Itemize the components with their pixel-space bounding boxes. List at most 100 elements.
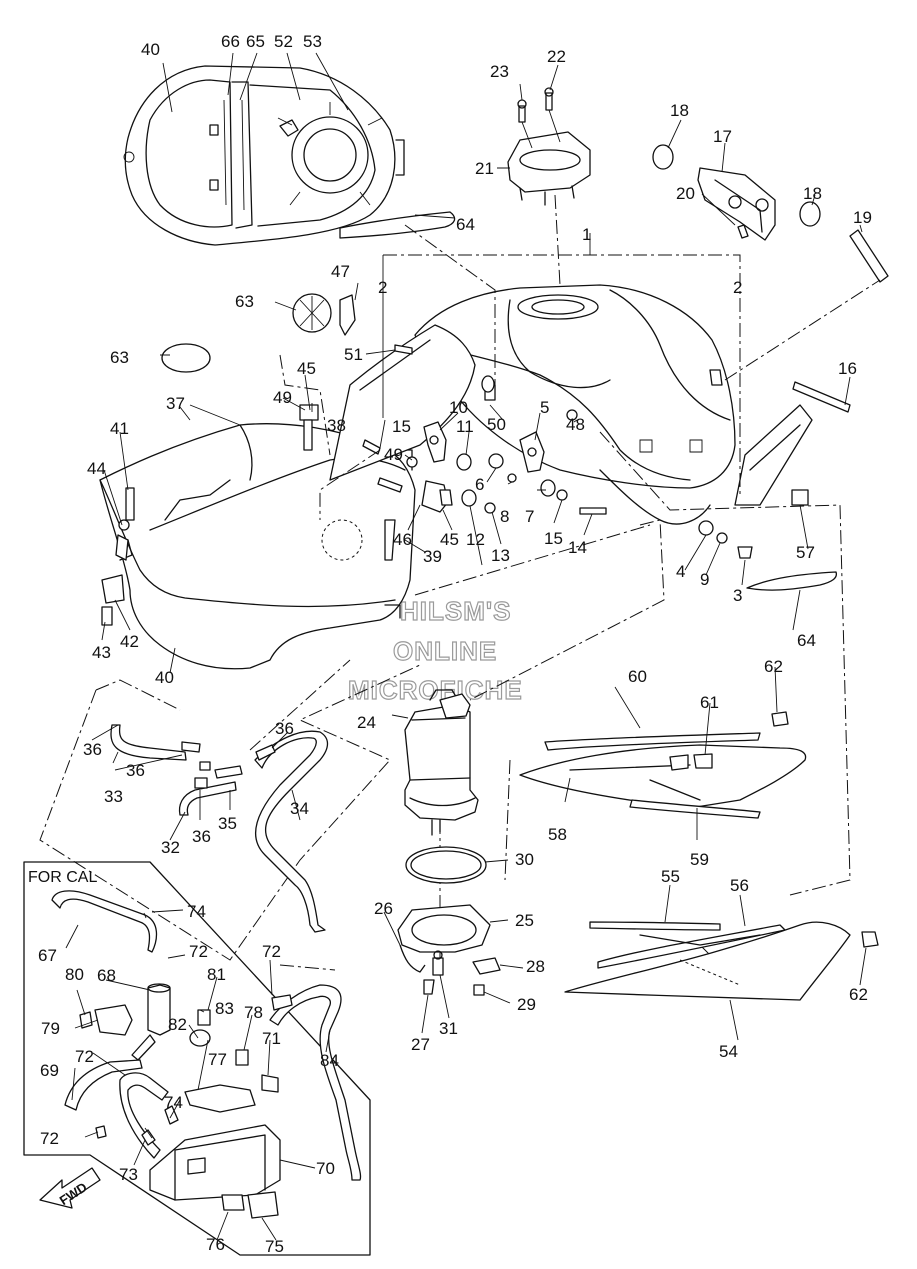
callout-36-right: 36 <box>275 719 294 738</box>
callout-18-top: 18 <box>670 101 689 120</box>
side-panels <box>519 711 879 1001</box>
callout-43: 43 <box>92 643 111 662</box>
callout-59: 59 <box>690 850 709 869</box>
callout-41: 41 <box>110 419 129 438</box>
callout-6: 6 <box>475 475 484 494</box>
callout-36-mid: 36 <box>126 761 145 780</box>
callout-5: 5 <box>540 398 549 417</box>
fuel-pump-assembly <box>397 689 501 996</box>
callout-25: 25 <box>515 911 534 930</box>
callout-2-right: 2 <box>733 278 742 297</box>
callout-23: 23 <box>490 62 509 81</box>
callout-81: 81 <box>207 965 226 984</box>
callout-32: 32 <box>161 838 180 857</box>
callout-62-top: 62 <box>764 657 783 676</box>
callout-47: 47 <box>331 262 350 281</box>
callout-18-right: 18 <box>803 184 822 203</box>
callout-44: 44 <box>87 459 106 478</box>
callout-39: 39 <box>423 547 442 566</box>
callout-62-bottom: 62 <box>849 985 868 1004</box>
callout-8: 8 <box>500 507 509 526</box>
callout-36-left: 36 <box>83 740 102 759</box>
callout-36-low: 36 <box>192 827 211 846</box>
callout-48: 48 <box>566 415 585 434</box>
callout-40-bottom: 40 <box>155 668 174 687</box>
callout-15-left: 15 <box>392 417 411 436</box>
watermark-line-3: MICROFICHE <box>348 675 523 705</box>
callout-11: 11 <box>456 417 474 436</box>
callout-73: 73 <box>119 1165 138 1184</box>
callout-38: 38 <box>327 416 346 435</box>
callout-77: 77 <box>208 1050 227 1069</box>
callout-33: 33 <box>104 787 123 806</box>
callout-1: 1 <box>582 225 591 244</box>
callout-22: 22 <box>547 47 566 66</box>
callout-64-top: 64 <box>456 215 475 234</box>
callout-79: 79 <box>41 1019 60 1038</box>
callout-leader-lines <box>65 64 867 1241</box>
callout-55: 55 <box>661 867 680 886</box>
callout-72-top: 72 <box>189 942 208 961</box>
callout-74-top: 74 <box>187 902 206 921</box>
callout-labels: 40 66 65 52 53 23 22 21 18 17 20 18 19 6… <box>38 32 872 1256</box>
callout-49-top: 49 <box>273 388 292 407</box>
callout-84: 84 <box>320 1051 339 1070</box>
tank-cover-top-view <box>123 65 405 246</box>
callout-3: 3 <box>733 586 742 605</box>
callout-10: 10 <box>449 398 468 417</box>
callout-78: 78 <box>244 1003 263 1022</box>
callout-72-bottom: 72 <box>40 1129 59 1148</box>
callout-15-right: 15 <box>544 529 563 548</box>
callout-68: 68 <box>97 966 116 985</box>
callout-57: 57 <box>796 543 815 562</box>
callout-13: 13 <box>491 546 510 565</box>
callout-54: 54 <box>719 1042 738 1061</box>
callout-51: 51 <box>344 345 363 364</box>
callout-49-mid: 49 <box>384 445 403 464</box>
callout-27: 27 <box>411 1035 430 1054</box>
callout-65: 65 <box>246 32 265 51</box>
callout-2-left: 2 <box>378 278 387 297</box>
callout-72-mid: 72 <box>75 1047 94 1066</box>
callout-72-right: 72 <box>262 942 281 961</box>
callout-7: 7 <box>525 507 534 526</box>
callout-76: 76 <box>206 1235 225 1254</box>
callout-26: 26 <box>374 899 393 918</box>
callout-45-mid: 45 <box>440 530 459 549</box>
callout-53: 53 <box>303 32 322 51</box>
callout-9: 9 <box>700 570 709 589</box>
callout-75: 75 <box>265 1237 284 1256</box>
callout-82: 82 <box>168 1015 187 1034</box>
callout-67: 67 <box>38 946 57 965</box>
callout-35: 35 <box>218 814 237 833</box>
callout-45-top: 45 <box>297 359 316 378</box>
callout-80: 80 <box>65 965 84 984</box>
callout-12: 12 <box>466 530 485 549</box>
callout-40-top: 40 <box>141 40 160 59</box>
callout-37: 37 <box>166 394 185 413</box>
rear-bracket-parts <box>698 381 851 591</box>
callout-71: 71 <box>262 1029 281 1048</box>
fwd-arrow-icon: FWD <box>39 1167 101 1209</box>
callout-20: 20 <box>676 184 695 203</box>
for-cal-box: FOR CAL <box>23 861 371 1256</box>
callout-63-left: 63 <box>110 348 129 367</box>
for-cal-title: FOR CAL <box>28 869 97 886</box>
callout-14: 14 <box>568 538 587 557</box>
callout-16: 16 <box>838 359 857 378</box>
hoses-upper <box>110 724 329 933</box>
watermark-line-2: ONLINE <box>393 636 497 666</box>
callout-69: 69 <box>40 1061 59 1080</box>
callout-34: 34 <box>290 799 309 818</box>
callout-28: 28 <box>526 957 545 976</box>
callout-31: 31 <box>439 1019 458 1038</box>
hinge-assembly <box>652 144 889 283</box>
callout-56: 56 <box>730 876 749 895</box>
callout-4: 4 <box>676 562 685 581</box>
callout-29: 29 <box>517 995 536 1014</box>
callout-24: 24 <box>357 713 376 732</box>
emblems <box>161 293 332 373</box>
watermark: HILSM'S ONLINE MICROFICHE <box>347 595 523 705</box>
garnish-strip <box>339 211 456 239</box>
